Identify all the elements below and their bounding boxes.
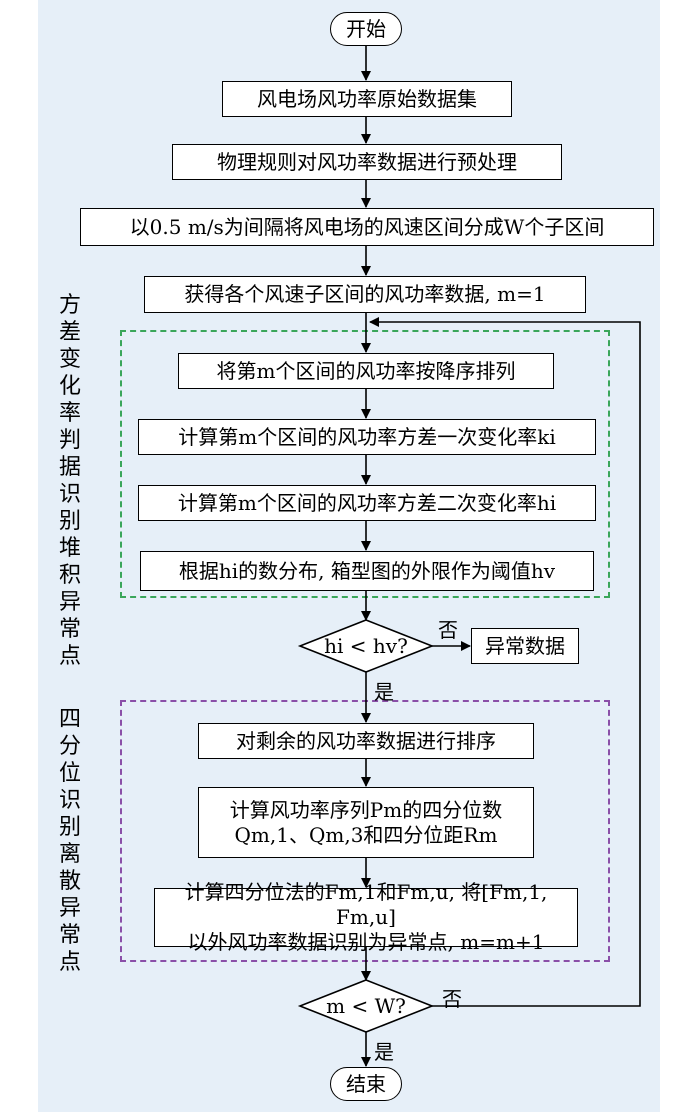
- sort-desc-label: 将第m个区间的风功率按降序排列: [216, 358, 516, 383]
- sort-remain-label: 对剩余的风功率数据进行排序: [236, 728, 496, 753]
- decision2-label: m < W?: [326, 994, 406, 1018]
- no-label-1: 否: [438, 618, 458, 642]
- decision1-diamond: [297, 619, 435, 673]
- sort-desc-box: 将第m个区间的风功率按降序排列: [178, 353, 554, 389]
- split-label: 以0.5 m/s为间隔将风电场的风速区间分成W个子区间: [129, 214, 605, 239]
- threshold-box: 根据hi的数分布, 箱型图的外限作为阈值hv: [140, 551, 594, 591]
- fence-line1: 计算四分位法的Fm,1和Fm,u, 将[Fm,1, Fm,u]: [184, 880, 548, 929]
- anomaly-label: 异常数据: [485, 633, 565, 658]
- obtain-box: 获得各个风速子区间的风功率数据, m=1: [144, 276, 586, 313]
- quartile-line2: Qm,1、Qm,3和四分位距Rm: [234, 822, 498, 847]
- first-rate-label: 计算第m个区间的风功率方差一次变化率ki: [178, 424, 556, 449]
- sort-remain-box: 对剩余的风功率数据进行排序: [198, 723, 534, 759]
- second-rate-label: 计算第m个区间的风功率方差二次变化率hi: [177, 490, 557, 515]
- no-label-2: 否: [442, 987, 462, 1011]
- start-terminal: 开始: [330, 12, 402, 46]
- quartile-group-frame: [120, 700, 610, 962]
- obtain-label: 获得各个风速子区间的风功率数据, m=1: [184, 282, 546, 306]
- second-rate-box: 计算第m个区间的风功率方差二次变化率hi: [138, 485, 596, 521]
- end-label: 结束: [346, 1071, 386, 1096]
- arrow-loop-back: [369, 317, 641, 1007]
- preprocess-box: 物理规则对风功率数据进行预处理: [172, 144, 562, 180]
- decision1-label: hi < hv?: [324, 634, 408, 658]
- start-label: 开始: [346, 16, 386, 41]
- quartile-box: 计算风功率序列Pm的四分位数 Qm,1、Qm,3和四分位距Rm: [198, 787, 534, 858]
- variance-side-label: 方差 变化 率判 据识 别堆 积异 常点: [58, 293, 81, 669]
- end-terminal: 结束: [330, 1067, 402, 1101]
- dataset-label: 风电场风功率原始数据集: [257, 86, 477, 111]
- dataset-box: 风电场风功率原始数据集: [222, 81, 512, 117]
- preprocess-label: 物理规则对风功率数据进行预处理: [217, 149, 517, 174]
- fence-line2: 以外风功率数据识别为异常点, m=m+1: [187, 930, 545, 954]
- decision2-diamond: [297, 979, 435, 1033]
- quartile-line1: 计算风功率序列Pm的四分位数: [229, 797, 503, 822]
- quartile-side-label: 四分 位识 别离 散异 常点: [58, 707, 81, 975]
- split-box: 以0.5 m/s为间隔将风电场的风速区间分成W个子区间: [80, 208, 654, 246]
- threshold-label: 根据hi的数分布, 箱型图的外限作为阈值hv: [178, 558, 556, 583]
- anomaly-box: 异常数据: [471, 628, 579, 664]
- yes-label-1: 是: [374, 680, 394, 704]
- fence-box: 计算四分位法的Fm,1和Fm,u, 将[Fm,1, Fm,u] 以外风功率数据识…: [154, 880, 578, 954]
- first-rate-box: 计算第m个区间的风功率方差一次变化率ki: [138, 419, 596, 455]
- yes-label-2: 是: [374, 1040, 394, 1064]
- variance-group-frame: [120, 330, 610, 598]
